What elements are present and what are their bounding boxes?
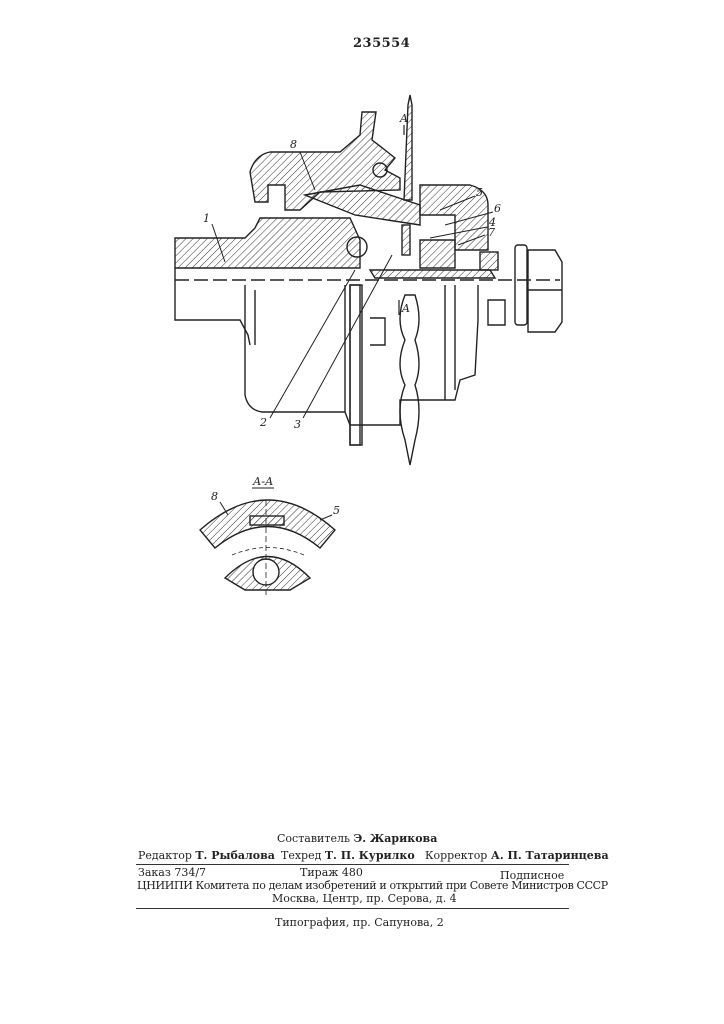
techred-name: Т. П. Курилко <box>324 849 415 862</box>
compiler: Составитель Э. Жарикова <box>277 832 437 845</box>
patent-number: 235554 <box>353 36 411 51</box>
organization: ЦНИИПИ Комитета по делам изобретений и о… <box>137 879 608 892</box>
corrector-role: Корректор <box>425 849 488 862</box>
label-part-1: 1 <box>203 212 210 225</box>
divider <box>136 908 569 909</box>
label-part-7: 7 <box>488 226 495 239</box>
corrector: Корректор А. П. Татаринцева <box>425 849 609 862</box>
editor-role: Редактор <box>138 849 192 862</box>
label-part-3: 3 <box>294 418 301 431</box>
print-run: Тираж 480 <box>300 866 363 879</box>
section-mark-top: A <box>399 112 408 125</box>
part-labels: 8 1 5 6 4 7 2 3 A A <box>203 112 501 431</box>
label-part-8: 8 <box>290 138 297 151</box>
editor: Редактор Т. Рыбалова <box>138 849 275 862</box>
address: Москва, Центр, пр. Серова, д. 4 <box>272 892 457 905</box>
label-part-6: 6 <box>494 202 501 215</box>
section-label-part-8: 8 <box>211 490 218 503</box>
techred: Техред Т. П. Курилко <box>281 849 415 862</box>
techred-role: Техред <box>281 849 322 862</box>
compiler-role: Составитель <box>277 832 350 845</box>
section-view-a-a <box>199 487 336 595</box>
editor-name: Т. Рыбалова <box>195 849 275 862</box>
compiler-name: Э. Жарикова <box>353 832 438 845</box>
divider <box>136 864 569 865</box>
section-label-part-5: 5 <box>333 504 340 517</box>
label-part-5: 5 <box>476 186 483 199</box>
main-assembly-drawing <box>174 94 563 466</box>
printing-house: Типография, пр. Сапунова, 2 <box>275 916 444 929</box>
order-number: Заказ 734/7 <box>138 866 207 879</box>
section-mark-bottom: A <box>401 302 410 315</box>
label-part-2: 2 <box>259 416 267 429</box>
subscription: Подписное <box>500 869 565 882</box>
label-part-4: 4 <box>488 216 496 229</box>
section-title: А-А <box>252 475 273 488</box>
corrector-name: А. П. Татаринцева <box>490 849 609 862</box>
